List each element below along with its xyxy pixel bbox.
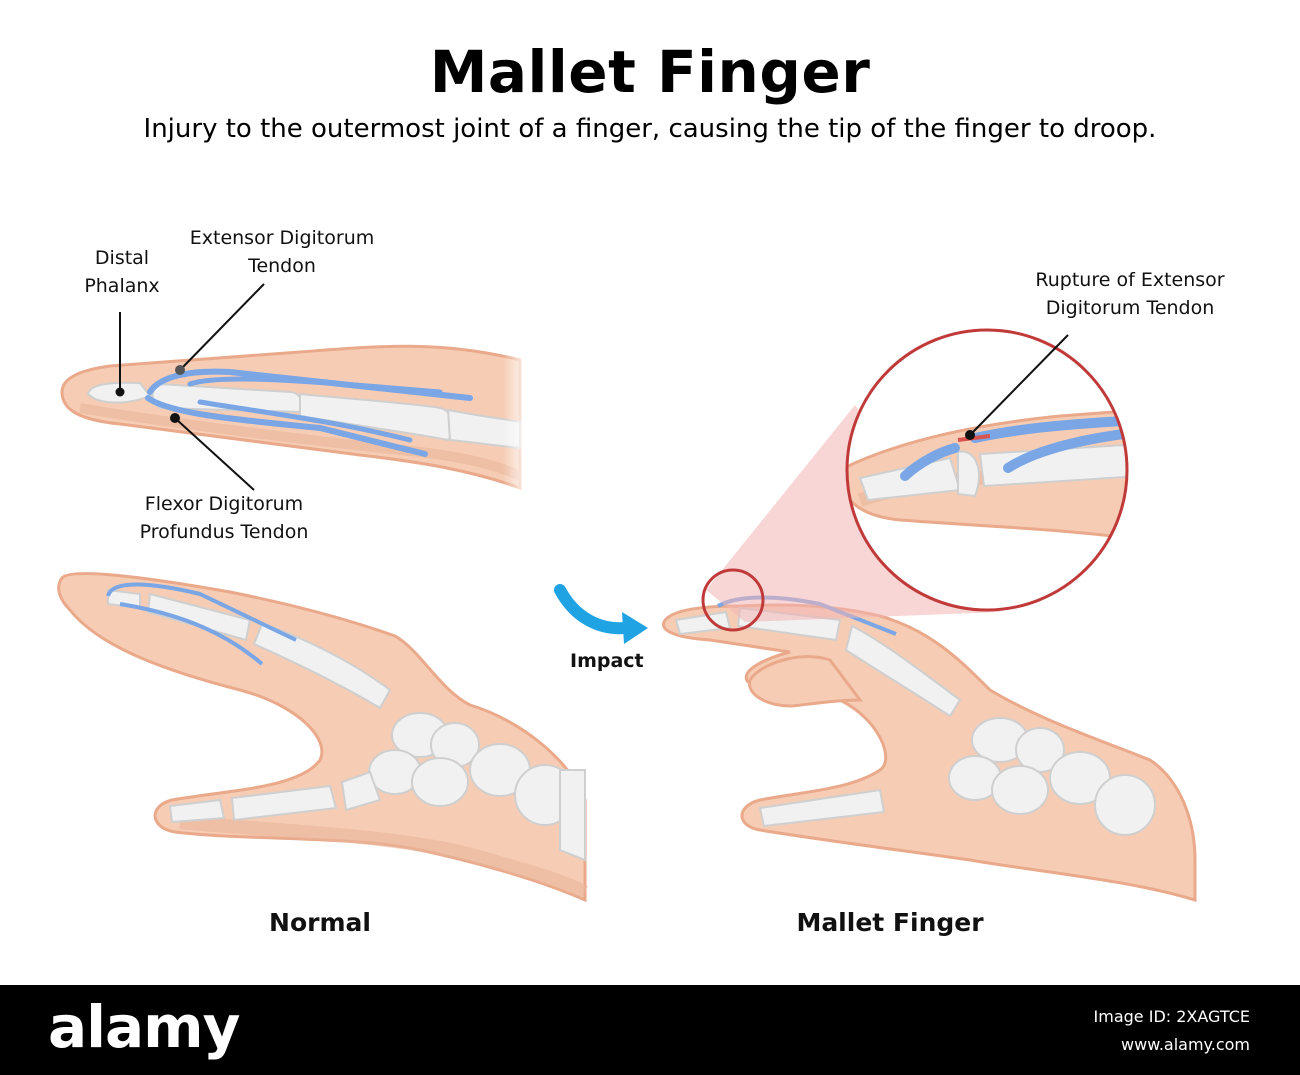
label-flexor-tendon: Flexor Digitorum Profundus Tendon	[139, 493, 309, 543]
zoom-detail	[845, 328, 1129, 612]
hand-shadow	[179, 815, 589, 899]
normal-extensor-tendon	[106, 582, 297, 642]
thumb-distal-bone	[168, 798, 226, 824]
radius-bone	[559, 769, 586, 862]
label-pointers	[115, 283, 265, 491]
normal-hand	[57, 572, 589, 903]
watermark-footer: alamy Image ID: 2XAGTCE www.alamy.com	[0, 985, 1300, 1075]
mallet-other-fingers	[748, 655, 863, 708]
hand-skin	[57, 572, 587, 903]
label-extensor-tendon: Extensor Digitorum Tendon	[189, 227, 375, 277]
index-proximal-bone	[252, 622, 392, 710]
zoom-ruptured-tendon-distal	[900, 443, 960, 481]
thumb-metacarpal-bone	[340, 770, 382, 812]
page-subtitle: Injury to the outermost joint of a finge…	[143, 114, 1157, 144]
mallet-thumb-bone	[758, 788, 886, 828]
zoom-distal-joint-bone	[957, 450, 980, 498]
mallet-proximal-bone	[844, 624, 962, 718]
impact-arrow	[554, 584, 648, 644]
label-rupture: Rupture of Extensor Digitorum Tendon	[1035, 269, 1225, 319]
normal-flexor-tendon	[119, 602, 264, 666]
mallet-hand	[662, 595, 1197, 903]
site-url: www.alamy.com	[1121, 1035, 1250, 1054]
zoom-proximal-bone	[978, 442, 1127, 488]
flexor-tendon	[145, 395, 428, 457]
flexor-tendon-branch	[197, 399, 413, 443]
caption-mallet: Mallet Finger	[796, 908, 984, 937]
alamy-logo: alamy	[48, 993, 240, 1061]
page-title: Mallet Finger	[429, 38, 871, 106]
label-impact: Impact	[570, 650, 644, 672]
label-distal-phalanx: Distal Phalanx	[84, 247, 160, 297]
mallet-distal-bone	[674, 610, 732, 636]
extensor-tendon-branch	[187, 376, 443, 395]
thumb-proximal-bone	[230, 784, 338, 822]
index-middle-bone	[146, 592, 252, 642]
footer-info: Image ID: 2XAGTCE www.alamy.com	[1094, 1003, 1250, 1059]
extensor-tendon	[147, 368, 473, 401]
zoom-ruptured-tendon-proximal	[1003, 427, 1127, 473]
image-id: Image ID: 2XAGTCE	[1093, 1007, 1250, 1026]
mallet-hand-skin	[662, 603, 1197, 903]
mallet-carpal-bones	[948, 717, 1156, 836]
caption-normal: Normal	[269, 908, 371, 937]
normal-finger-detail	[60, 330, 530, 500]
zoom-source-circle	[701, 568, 765, 632]
